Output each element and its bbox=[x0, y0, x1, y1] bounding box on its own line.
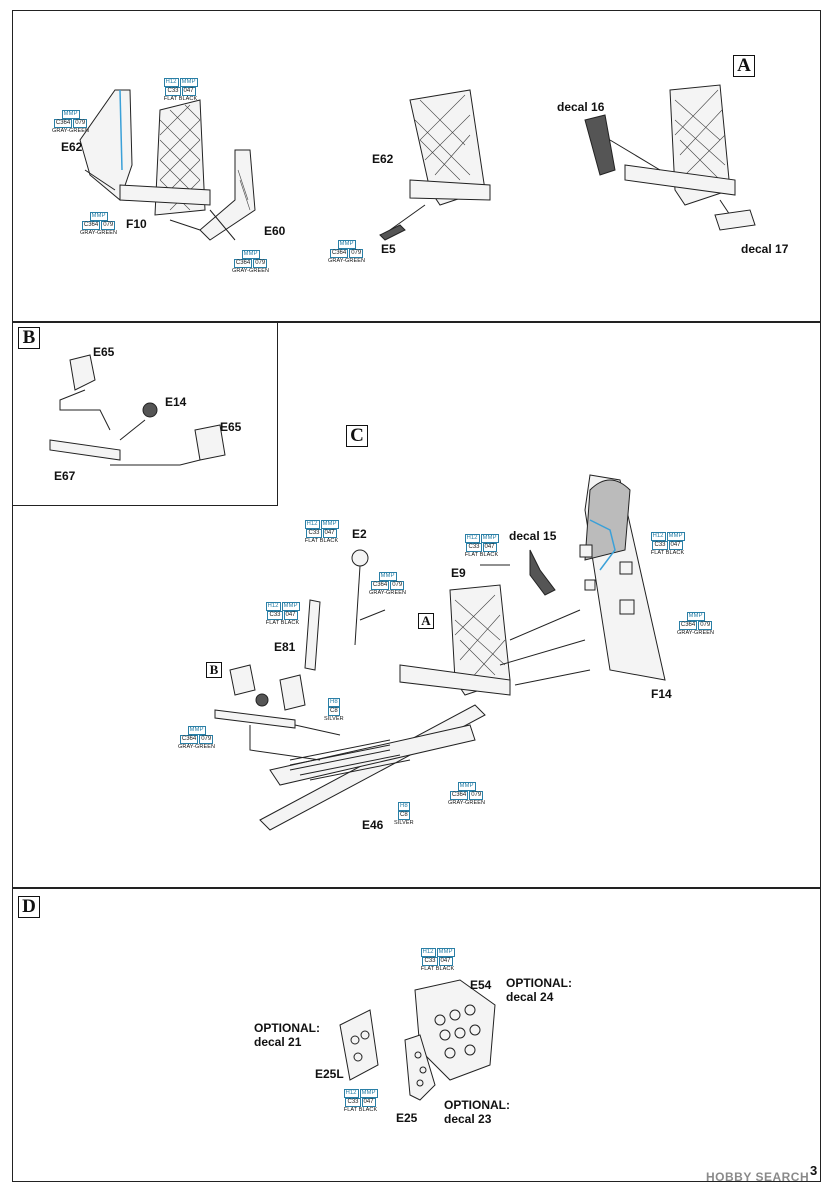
label-f14: F14 bbox=[651, 687, 672, 701]
section-d-marker: D bbox=[18, 896, 40, 918]
label-e46: E46 bbox=[362, 818, 384, 832]
label-e65-bottom: E65 bbox=[220, 420, 242, 434]
page-number: 3 bbox=[810, 1163, 818, 1178]
label-e62-mid: E62 bbox=[372, 152, 394, 166]
label-e65-top: E65 bbox=[93, 345, 115, 359]
seat-with-decals-drawing bbox=[584, 84, 756, 231]
section-b-drawing bbox=[49, 354, 226, 466]
label-optional-decal24: OPTIONAL: decal 24 bbox=[506, 976, 572, 1004]
section-b-frame bbox=[12, 322, 278, 506]
label-decal16: decal 16 bbox=[557, 100, 605, 114]
label-e5: E5 bbox=[381, 242, 396, 256]
label-e14: E14 bbox=[165, 395, 187, 409]
label-optional-decal23: OPTIONAL: decal 23 bbox=[444, 1098, 510, 1126]
paint-callout-silver: H8 C8 SILVER bbox=[324, 698, 344, 722]
label-e67: E67 bbox=[54, 469, 76, 483]
paint-callout-silver: H8 C8 SILVER bbox=[394, 802, 414, 826]
section-c-frame bbox=[278, 322, 821, 508]
label-decal15: decal 15 bbox=[509, 529, 557, 543]
label-e54: E54 bbox=[470, 978, 492, 992]
section-b-reference: B bbox=[206, 662, 222, 678]
label-e9: E9 bbox=[451, 566, 466, 580]
section-c-drawing bbox=[214, 474, 666, 831]
section-a-frame bbox=[12, 10, 821, 322]
label-e81: E81 bbox=[274, 640, 296, 654]
label-e25l: E25L bbox=[315, 1067, 344, 1081]
section-a-reference: A bbox=[418, 613, 434, 629]
section-d-frame bbox=[12, 888, 821, 1182]
seat-exploded-drawing bbox=[79, 89, 256, 241]
label-e2: E2 bbox=[352, 527, 367, 541]
label-e25: E25 bbox=[396, 1111, 418, 1125]
label-e60: E60 bbox=[264, 224, 286, 238]
seat-assembly-drawing bbox=[379, 89, 491, 241]
label-f10: F10 bbox=[126, 217, 147, 231]
label-decal17: decal 17 bbox=[741, 242, 789, 256]
watermark: HOBBY SEARCH bbox=[706, 1170, 810, 1184]
label-optional-decal21: OPTIONAL: decal 21 bbox=[254, 1021, 320, 1049]
section-a-marker: A bbox=[733, 55, 755, 77]
label-e62-left: E62 bbox=[61, 140, 83, 154]
section-c-frame-lower bbox=[12, 506, 821, 888]
section-c-marker: C bbox=[346, 425, 368, 447]
section-d-drawing bbox=[339, 979, 496, 1101]
section-b-marker: B bbox=[18, 327, 40, 349]
